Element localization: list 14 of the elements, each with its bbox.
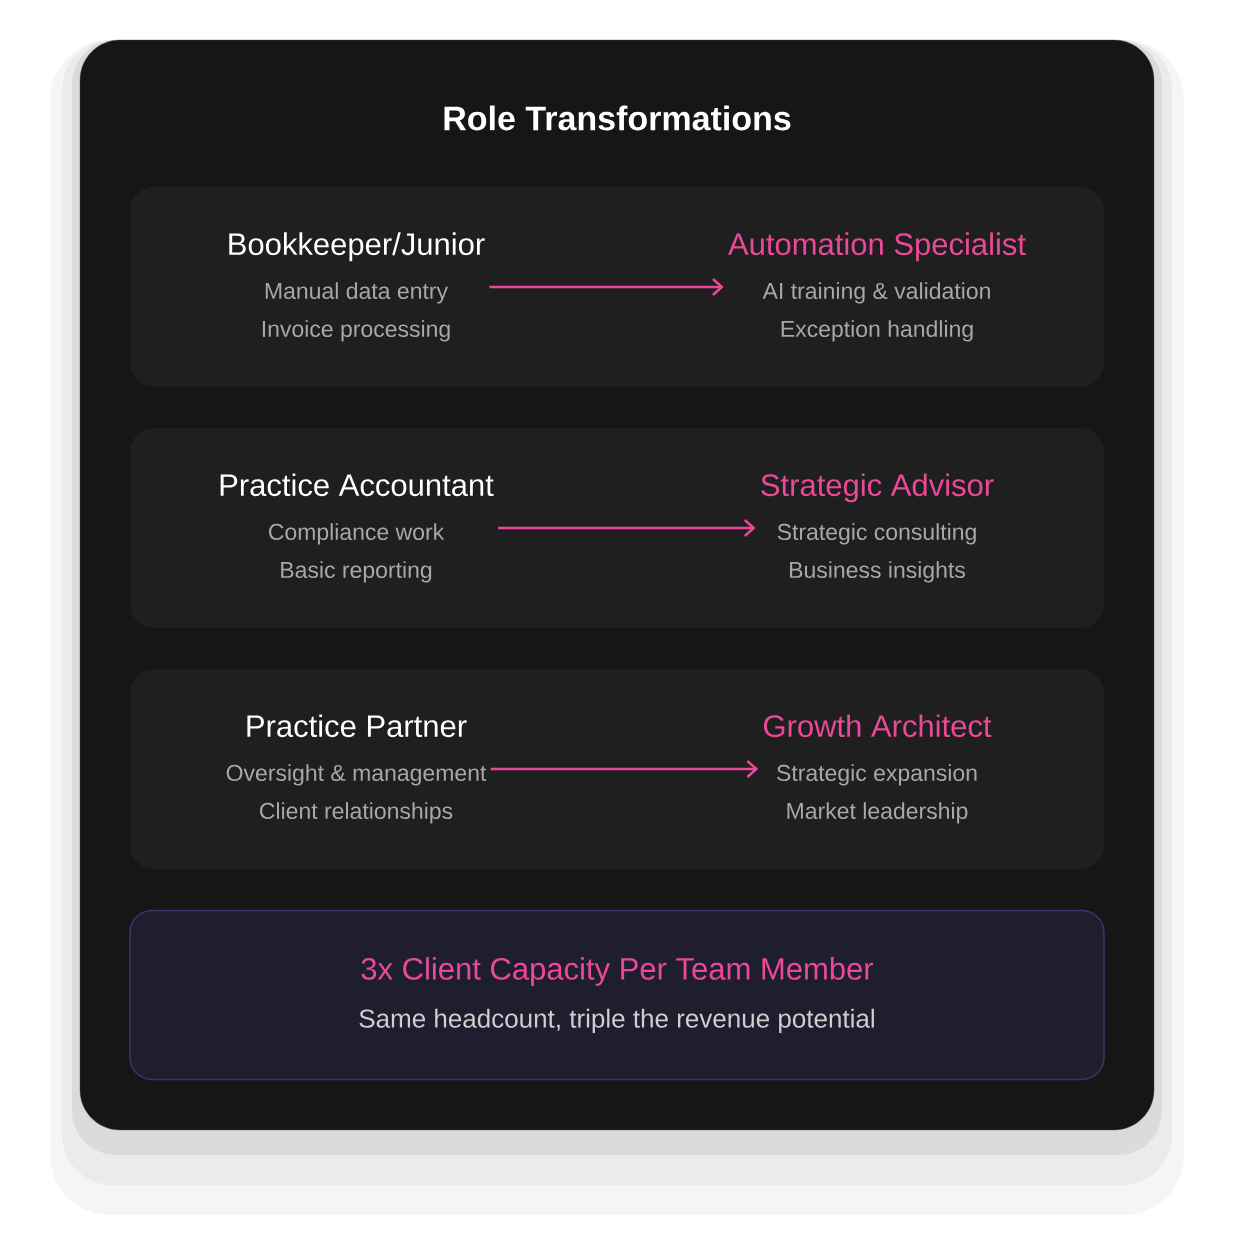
title: Role Transformations xyxy=(444,105,791,131)
role-text: Growth Architect Strategic expansion Market leadership xyxy=(764,714,992,824)
role-text: Strategic Advisor Strategic consulting Business insights xyxy=(761,473,994,583)
role-text: Automation Specialist AI training & validation Exception handling xyxy=(728,232,1026,342)
arrow xyxy=(489,278,724,296)
summary-box: 3x Client Capacity Per Team Member Same headcount, triple the revenue potential xyxy=(129,909,1105,1081)
role-text: Practice Partner Oversight & management Client relationships xyxy=(226,714,487,824)
row-panel xyxy=(130,187,1104,387)
arrow xyxy=(498,519,756,537)
row-panel xyxy=(130,428,1104,628)
row-panel xyxy=(130,669,1104,869)
role-text: Practice Accountant Compliance work Basic reporting xyxy=(220,473,494,583)
role-text: Bookkeeper/Junior Manual data entry Invoice processing xyxy=(229,232,485,342)
arrow xyxy=(490,760,759,778)
